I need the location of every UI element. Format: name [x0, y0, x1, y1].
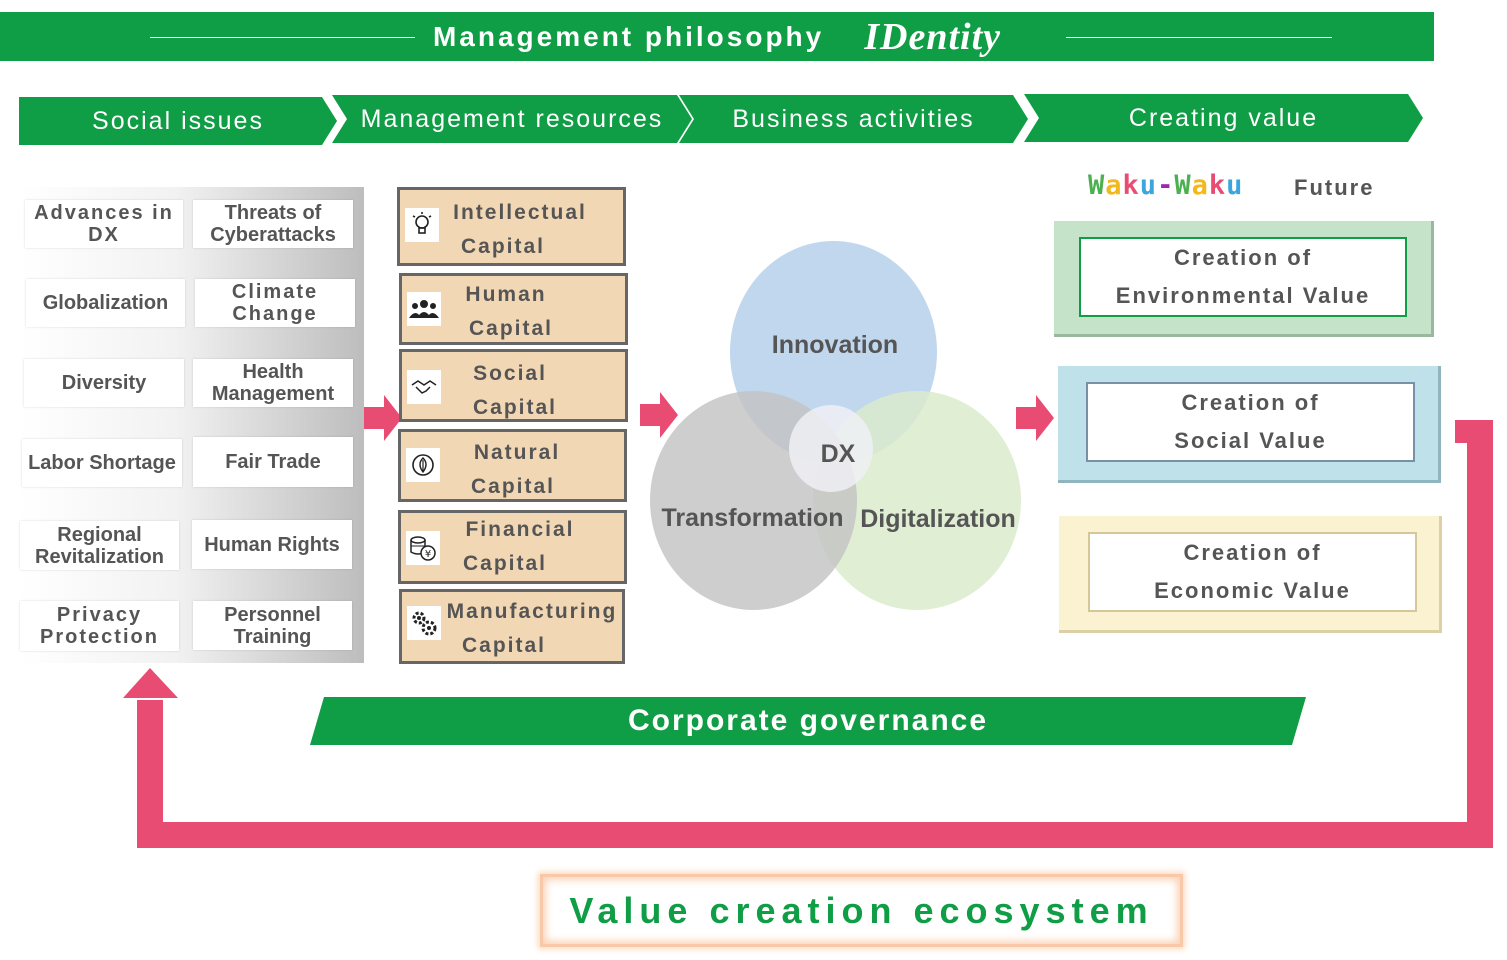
capital-line1: Social	[473, 362, 547, 385]
value-economic-text: Creation of Economic Value	[1088, 532, 1417, 612]
issue-item: Advances in DX	[25, 200, 183, 248]
handshake-icon	[407, 370, 441, 404]
waku-letter: -	[1157, 170, 1175, 201]
value-line2: Social Value	[1174, 428, 1327, 453]
people-icon	[407, 292, 441, 326]
value-line1: Creation of	[1181, 390, 1320, 415]
ecosystem-label: Value creation ecosystem	[569, 889, 1154, 931]
capital-line2: Capital	[460, 235, 545, 258]
phase-label: Business activities	[732, 104, 975, 133]
issue-item: Personnel Training	[193, 601, 352, 650]
future-label: Future	[1294, 175, 1375, 200]
value-social-text: Creation of Social Value	[1086, 382, 1415, 462]
corporate-governance-bar: Corporate governance	[310, 697, 1306, 745]
capital-line2: Capital	[462, 552, 547, 575]
governance-label: Corporate governance	[627, 704, 989, 737]
waku-letter: k	[1122, 170, 1140, 201]
phase-label: Creating value	[1128, 103, 1319, 132]
phase-label: Management resources	[360, 104, 664, 133]
phase-social-issues: Social issues	[19, 97, 337, 145]
waku-letter: u	[1139, 170, 1158, 201]
capital-line2: Capital	[461, 634, 546, 657]
issue-item: Climate Change	[195, 279, 355, 327]
coins-icon: ¥	[406, 531, 440, 565]
phase-management-resources: Management resources	[332, 95, 692, 143]
value-line2: Environmental Value	[1115, 283, 1371, 308]
issue-item: Health Management	[193, 359, 353, 407]
value-line1: Creation of	[1173, 245, 1313, 270]
capital-line1: Manufacturing	[446, 600, 618, 623]
lightbulb-icon	[405, 208, 439, 242]
philosophy-title: Management philosophy	[432, 20, 825, 52]
issue-item: Regional Revitalization	[20, 521, 179, 570]
issue-item: Diversity	[24, 359, 184, 407]
capital-line1: Natural	[473, 441, 561, 464]
phase-label: Social issues	[92, 106, 264, 135]
phase-creating-value: Creating value	[1024, 94, 1423, 142]
gears-icon	[407, 606, 441, 640]
capital-natural: Natural Capital	[398, 429, 627, 502]
issue-item: Globalization	[26, 279, 185, 327]
social-issues-panel	[19, 187, 364, 663]
capital-social: Social Capital	[399, 349, 628, 422]
banner-title: Management philosophy IDentity	[0, 12, 1434, 61]
capital-manufacturing: Manufacturing Capital	[399, 589, 625, 664]
value-line2: Economic Value	[1154, 578, 1351, 603]
capital-line2: Capital	[470, 475, 555, 498]
issue-item: Labor Shortage	[22, 439, 182, 487]
banner-rule-left	[150, 37, 415, 38]
flow-arrow-1	[364, 395, 402, 441]
issue-item: Privacy Protection	[20, 601, 179, 651]
capital-line1: Human	[465, 283, 547, 306]
waku-letter: a	[1105, 170, 1123, 201]
phase-business-activities: Business activities	[679, 95, 1028, 143]
waku-letter: a	[1191, 170, 1209, 201]
waku-waku-logo: Waku-Waku	[1088, 170, 1278, 206]
capital-line2: Capital	[468, 317, 553, 340]
svg-text:¥: ¥	[425, 549, 431, 560]
venn-label-digitalization: Digitalization	[860, 505, 1016, 533]
flow-arrow-3	[1016, 395, 1054, 441]
feedback-loop-arrow	[123, 420, 1493, 848]
capital-intellectual: Intellectual Capital	[397, 187, 626, 266]
capital-financial: ¥ Financial Capital	[398, 510, 627, 584]
waku-letter: u	[1226, 170, 1244, 201]
issue-item: Human Rights	[192, 520, 352, 569]
capital-line2: Capital	[472, 396, 557, 419]
venn-label-innovation: Innovation	[771, 331, 899, 359]
waku-letter: k	[1208, 170, 1227, 201]
issue-item: Fair Trade	[193, 437, 353, 487]
value-line1: Creation of	[1183, 540, 1322, 565]
flow-arrow-2	[640, 392, 678, 438]
philosophy-banner	[0, 12, 1434, 61]
waku-letter: W	[1088, 170, 1106, 201]
venn-label-transformation: Transformation	[661, 504, 844, 532]
value-environmental-text: Creation of Environmental Value	[1079, 237, 1407, 317]
capital-line1: Financial	[465, 518, 575, 541]
venn-center-dx	[789, 405, 873, 492]
waku-letter: W	[1174, 170, 1192, 201]
venn-label-dx: DX	[820, 440, 856, 468]
identity-logo: IDentity	[864, 15, 1002, 58]
issue-item: Threats of Cyberattacks	[193, 200, 353, 248]
leaf-icon	[406, 448, 440, 482]
capital-human: Human Capital	[399, 273, 628, 345]
banner-rule-right	[1066, 37, 1332, 38]
capital-line1: Intellectual	[453, 201, 587, 224]
value-creation-ecosystem: Value creation ecosystem	[540, 874, 1183, 947]
